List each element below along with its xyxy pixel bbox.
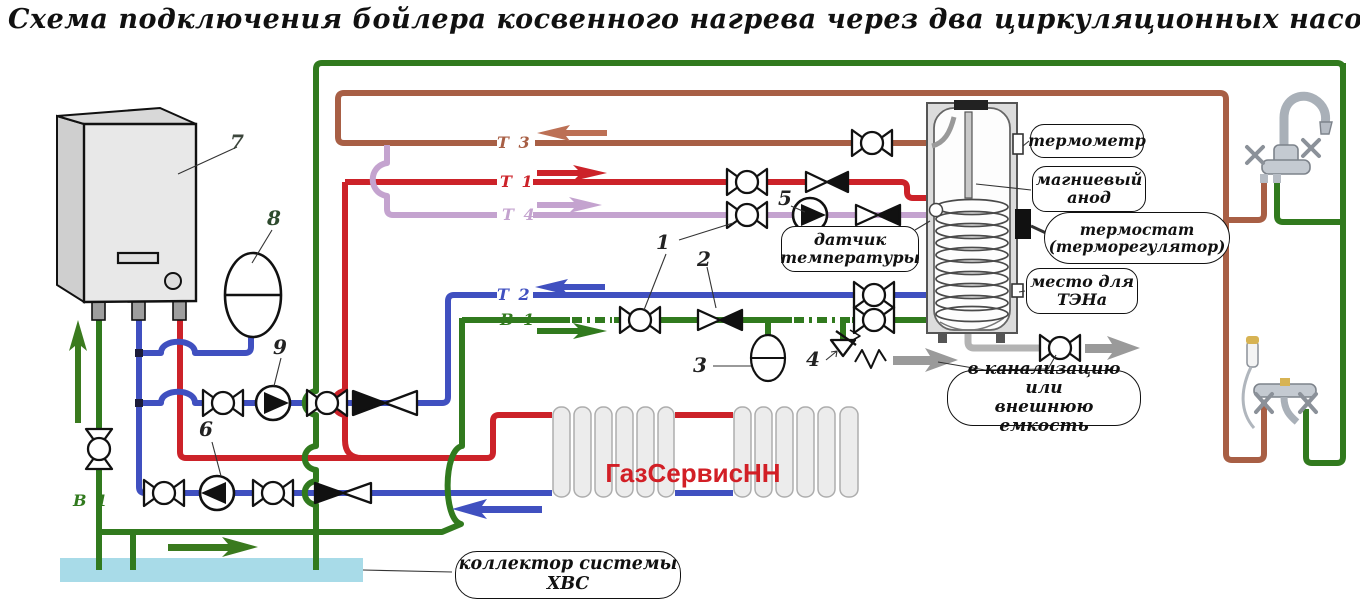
ball-valve [850, 128, 894, 158]
label-t1: Т 1 [500, 172, 535, 191]
pipe-drain [964, 333, 1040, 352]
callout-sensor-line1: датчик [813, 230, 887, 250]
ball-valve [201, 388, 245, 418]
pipe-junction [135, 399, 143, 407]
ball-valve [618, 305, 662, 335]
callout-thermostat: термостат (терморегулятор) [1044, 212, 1230, 264]
number-8: 8 [267, 206, 281, 230]
arrow-cold-up [69, 320, 87, 423]
number-3: 3 [693, 353, 707, 377]
ball-valve [251, 478, 295, 508]
check-valve [854, 203, 902, 227]
callout-collector-text: коллектор системы ХВС [458, 554, 678, 594]
check-valve [313, 481, 373, 505]
number-9: 9 [273, 335, 287, 359]
expansion-tank [223, 251, 283, 339]
arrow-drain-1 [893, 348, 958, 372]
radiator-1 [552, 406, 675, 498]
callout-drain: в канализацию или внешнюю емкость [947, 359, 1141, 436]
arrow-t4-right [537, 197, 602, 213]
label-b1-bottom: В 1 [73, 491, 110, 510]
number-4: 4 [806, 347, 820, 371]
diagram-title: Схема подключения бойлера косвенного наг… [8, 4, 1360, 35]
ball-valve [142, 478, 186, 508]
callout-temp-sensor: датчик температуры [780, 226, 920, 272]
check-valve [804, 170, 850, 194]
callout-sensor-line2: температуры [780, 248, 920, 267]
magnesium-anode-rod [964, 111, 973, 199]
label-t4: Т 4 [502, 205, 537, 224]
brand-watermark: ГазСервисНН [605, 458, 781, 488]
thermostat-block [1015, 209, 1031, 239]
arrow-return-left [452, 499, 542, 519]
valves [84, 128, 1082, 508]
label-t2: Т 2 [497, 285, 532, 304]
pump-5 [791, 196, 829, 234]
callout-heater-line2: ТЭНа [1056, 290, 1108, 309]
ball-valve [725, 200, 769, 230]
callout-anode-line1: магниевый [1035, 170, 1143, 190]
tank-dip-tube [931, 116, 957, 149]
safety-valve [829, 329, 887, 369]
temperature-sensor-pocket [928, 202, 944, 218]
bath-shower-faucet [1241, 336, 1318, 429]
callout-collector: коллектор системы ХВС [455, 551, 681, 599]
ball-valve [852, 305, 896, 335]
pumps [198, 196, 829, 512]
arrow-t1-right [537, 165, 607, 181]
callout-thermometer-text: термометр [1028, 131, 1146, 151]
heater-port [1011, 283, 1024, 298]
ball-valve-vertical [84, 427, 114, 471]
flow-arrows [69, 125, 1140, 557]
label-t3: Т 3 [497, 133, 532, 152]
check-valve [351, 389, 419, 417]
callout-anode: магниевый анод [1032, 166, 1146, 212]
ball-valve [725, 167, 769, 197]
number-5: 5 [778, 186, 792, 210]
number-1: 1 [656, 230, 670, 254]
ball-valve [305, 388, 349, 418]
pump-9 [254, 384, 292, 422]
water-heater-tank [926, 100, 1031, 343]
number-2: 2 [697, 247, 711, 271]
boiler-display-slot [116, 251, 160, 265]
cold-water-collector [60, 558, 363, 582]
thermometer-fitting [1012, 133, 1024, 155]
radiator-2 [733, 406, 861, 498]
pipe-junction [135, 349, 143, 357]
heat-exchanger-coil [935, 198, 1009, 323]
ball-valve [1038, 333, 1082, 363]
gas-boiler [56, 106, 198, 321]
callout-thermometer: термометр [1028, 124, 1146, 158]
arrow-t2-left [535, 279, 605, 295]
pipe-cold-water [96, 60, 1346, 570]
arrow-b1-right [537, 323, 607, 339]
leader-lines [177, 140, 1057, 573]
label-b1: В 1 [500, 310, 537, 329]
drain-vessel [749, 333, 787, 383]
callout-drain-line2: внешнюю емкость [994, 397, 1094, 437]
callout-heater-line1: место для [1030, 272, 1134, 292]
callout-thermostat-line2: (терморегулятор) [1048, 237, 1226, 256]
callout-drain-line1: в канализацию или [967, 358, 1121, 398]
arrow-drain-2 [1085, 336, 1140, 360]
check-valve [696, 308, 744, 332]
callout-anode-line2: анод [1067, 188, 1111, 207]
number-7: 7 [230, 130, 244, 154]
arrow-collector-right [168, 537, 258, 557]
ball-valve [852, 280, 896, 310]
number-6: 6 [199, 417, 213, 441]
callout-heater-place: место для ТЭНа [1026, 268, 1138, 314]
arrow-t3-left [537, 125, 607, 141]
tank-top-fitting [954, 100, 988, 110]
kitchen-faucet [1245, 91, 1333, 183]
callout-thermostat-line1: термостат [1079, 219, 1195, 239]
pump-6 [198, 474, 236, 512]
boiler-knob [164, 272, 182, 290]
